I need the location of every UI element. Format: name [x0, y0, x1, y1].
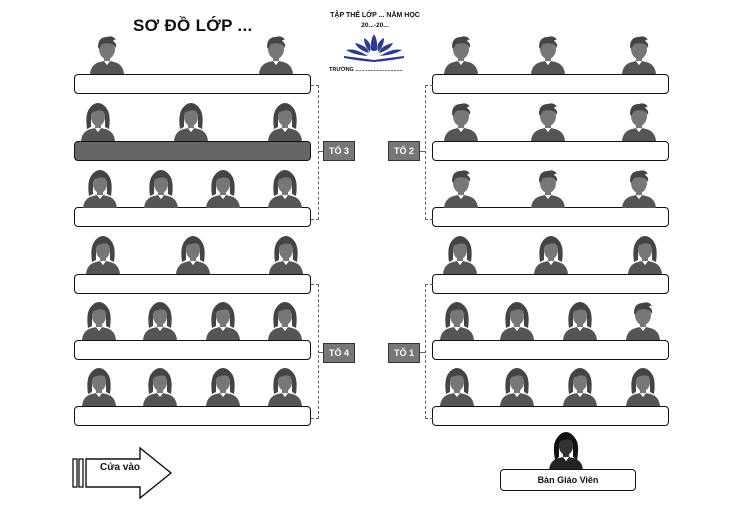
female-student-icon [142, 168, 180, 208]
school-year-range: 20...-20... [361, 22, 389, 29]
female-student-icon [441, 234, 479, 274]
female-student-icon [141, 300, 179, 340]
female-student-icon [266, 366, 304, 406]
female-student-icon [80, 300, 118, 340]
entrance-label: Cửa vào [100, 462, 141, 473]
male-student-icon [442, 34, 480, 74]
male-student-icon [257, 34, 295, 74]
desk-right-5 [432, 340, 669, 360]
desk-right-4 [432, 274, 669, 294]
group-label-3: TỔ 3 [323, 141, 355, 161]
group-bracket-right-top [425, 85, 433, 220]
female-student-icon [204, 366, 242, 406]
female-student-icon [267, 234, 305, 274]
desk-left-5 [74, 340, 311, 360]
male-student-icon [529, 101, 567, 141]
desk-left-1 [74, 74, 311, 94]
female-student-icon [266, 101, 304, 141]
bracket-connector [420, 352, 425, 353]
group-bracket-left-top [311, 85, 319, 220]
bracket-connector [319, 352, 323, 353]
female-student-icon [532, 234, 570, 274]
female-student-icon [266, 300, 304, 340]
male-student-icon [529, 34, 567, 74]
bracket-connector [420, 151, 425, 152]
desk-left-6 [74, 406, 311, 426]
open-book-logo-icon [340, 30, 408, 67]
female-student-icon [84, 234, 122, 274]
bracket-connector [319, 151, 323, 152]
male-student-icon [442, 168, 480, 208]
male-student-icon [620, 34, 658, 74]
female-student-icon [438, 300, 476, 340]
female-student-icon [141, 366, 179, 406]
female-student-icon [204, 300, 242, 340]
female-student-icon [624, 366, 662, 406]
female-student-icon [561, 366, 599, 406]
desk-left-4 [74, 274, 311, 294]
teacher-desk: Bàn Giáo Viên [500, 469, 636, 491]
male-student-icon [88, 34, 126, 74]
entrance-arrow-icon [72, 446, 174, 505]
group-bracket-left-bottom [311, 284, 319, 419]
group-label-4: TỔ 4 [323, 343, 355, 363]
female-student-icon [80, 366, 118, 406]
desk-right-2 [432, 141, 669, 161]
school-name-line: TRƯỜNG ............................... [329, 67, 403, 73]
male-student-icon [620, 168, 658, 208]
teacher-icon [546, 430, 586, 470]
desk-left-3 [74, 207, 311, 227]
desk-right-3 [432, 207, 669, 227]
male-student-icon [442, 101, 480, 141]
desk-right-6 [432, 406, 669, 426]
female-student-icon [498, 366, 536, 406]
group-bracket-right-bottom [425, 284, 433, 419]
desk-right-1 [432, 74, 669, 94]
female-student-icon [172, 101, 210, 141]
female-student-icon [81, 168, 119, 208]
female-student-icon [174, 234, 212, 274]
group-label-1: TỔ 1 [388, 343, 420, 363]
female-student-icon [438, 366, 476, 406]
group-label-2: TỔ 2 [388, 141, 420, 161]
female-student-icon [626, 234, 664, 274]
female-student-icon [79, 101, 117, 141]
male-student-icon [529, 168, 567, 208]
female-student-icon [561, 300, 599, 340]
female-student-icon [498, 300, 536, 340]
female-student-icon [204, 168, 242, 208]
class-year-heading: TẬP THỂ LỚP ... NĂM HỌC [330, 12, 420, 19]
desk-left-2 [74, 141, 311, 161]
male-student-icon [624, 300, 662, 340]
female-student-icon [266, 168, 304, 208]
page-title: SƠ ĐỒ LỚP ... [133, 16, 253, 35]
male-student-icon [620, 101, 658, 141]
